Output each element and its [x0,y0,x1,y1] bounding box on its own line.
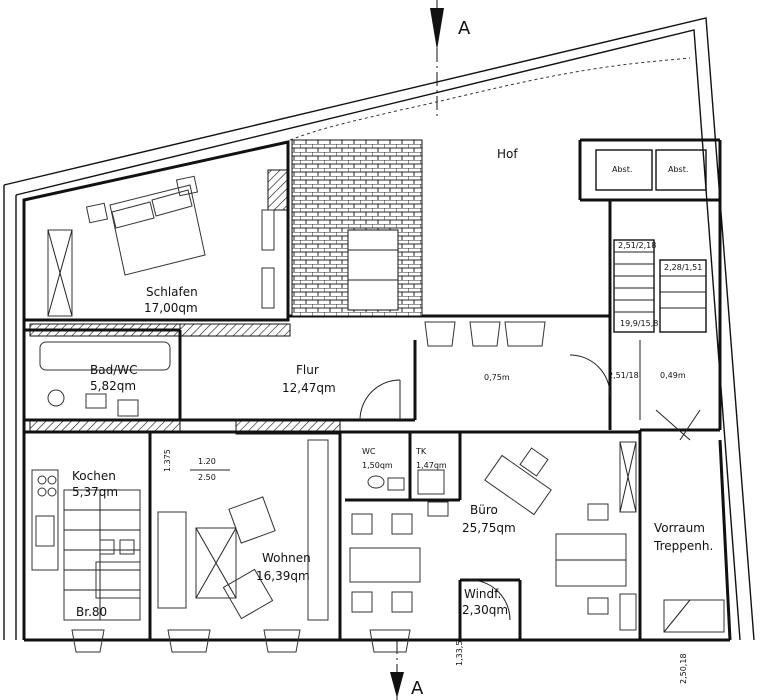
living-furniture [157,439,329,621]
room-area-wc: 1,50qm [362,461,393,470]
room-area-windf: 2,30qm [462,603,508,617]
room-label-abst-1: Abst. [612,165,632,174]
bottom-right-dim: 2,50,18 [679,653,688,684]
building-walls [22,138,732,642]
stair-dim-label: 2,51/2,18 [618,241,656,250]
property-boundary [3,17,755,641]
bottom-left-dim: 1,33,5 [455,641,464,666]
stairs: 2,51/2,18 2,28/1,51 19,9/15,8 2,51/18 0,… [608,239,707,420]
room-label-schlafen: Schlafen [146,285,198,299]
room-label-flur: Flur [296,363,319,377]
section-line-bottom: A [390,640,424,700]
windows-courtyard [424,321,546,347]
kitchen-table [95,539,141,599]
stair-dim-label-b: 2,28/1,51 [664,263,702,272]
room-label-abst-2: Abst. [668,165,688,174]
room-label-kochen: Kochen [72,469,116,483]
section-label-top: A [458,18,471,39]
room-label-wc: WC [362,447,376,456]
brick-courtyard [291,139,423,317]
stair-dim-label-c: 19,9/15,8 [620,319,658,328]
side-dimension: 1.375 [163,449,172,472]
room-area-wohnen: 16,39qm [256,569,310,583]
wc-fixtures [367,469,445,495]
room-area-flur: 12,47qm [282,381,336,395]
radiators-schlafen [261,209,275,309]
flur-step-label: 0,75m [484,373,510,382]
room-area-buero: 25,75qm [462,521,516,535]
room-area-tk: 1,47qm [416,461,447,470]
bathroom-fixtures [39,341,171,417]
kitchen-stairs [63,489,141,621]
section-label-bottom: A [411,678,424,699]
hatched-walls [29,169,341,435]
bed [85,175,206,276]
room-label-tk: TK [415,447,427,456]
room-label-br: Br.80 [76,605,107,619]
windows-street [71,629,411,653]
opening-width: 1.20 [198,457,216,466]
room-label-wohnen: Wohnen [262,551,311,565]
room-label-vorraum: Vorraum [654,521,705,535]
vorraum-door [655,409,725,633]
kitchen-counter [31,469,59,571]
room-label-bad-wc: Bad/WC [90,363,138,377]
office-furniture [349,441,637,631]
room-label-windf: Windf. [464,587,501,601]
wardrobe [47,229,73,317]
stair-step-label: 0,49m [660,371,686,380]
room-sub-vorraum: Treppenh. [653,539,713,553]
stair-mid-dim: 2,51/18 [608,371,639,380]
opening-height: 2.50 [198,473,216,482]
storage-rooms: Abst. Abst. [595,149,707,191]
room-label-hof: Hof [497,147,518,161]
section-line-top: A [430,0,471,120]
room-area-bad-wc: 5,82qm [90,379,136,393]
room-area-schlafen: 17,00qm [144,301,198,315]
room-label-buero: Büro [470,503,498,517]
room-area-kochen: 5,37qm [72,485,118,499]
